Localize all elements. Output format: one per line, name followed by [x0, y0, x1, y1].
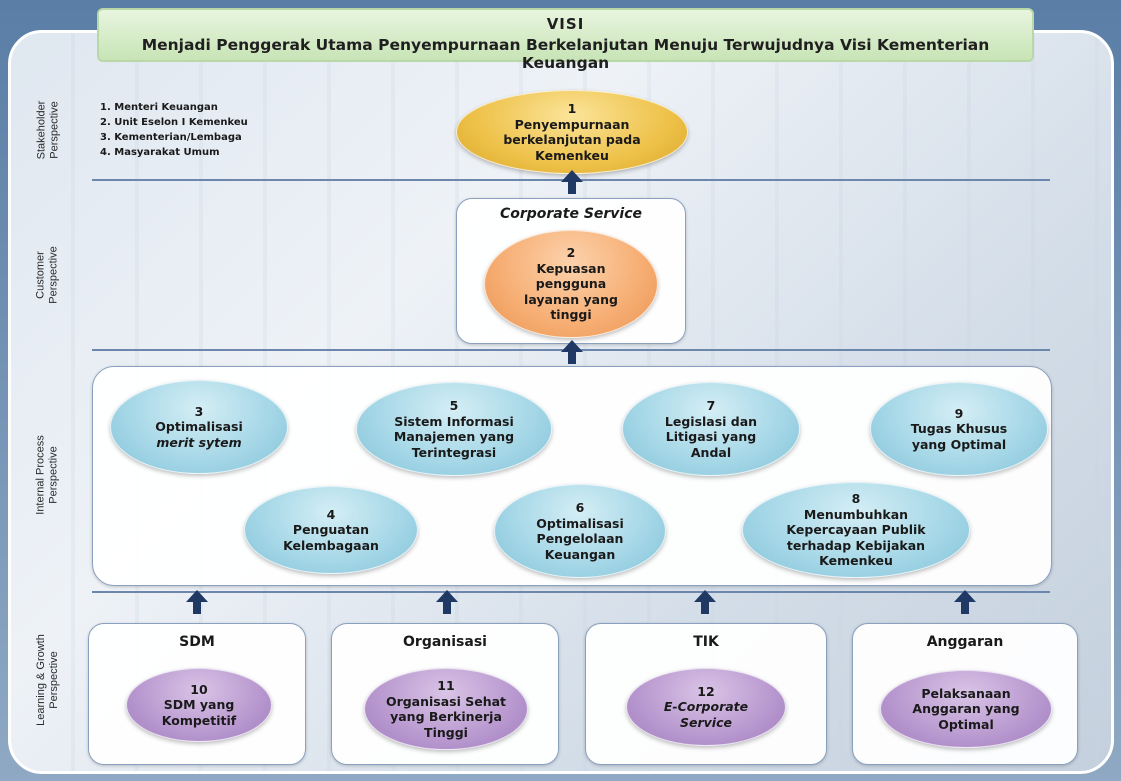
- objective-text-line: Tinggi: [424, 724, 468, 740]
- objective-number: 12: [697, 683, 715, 699]
- objective-text-line: Keuangan: [544, 546, 616, 562]
- objective-number: 10: [190, 681, 208, 697]
- objective-text-line: Pelaksanaan: [921, 685, 1011, 701]
- objective-6-ellipse: 6 Optimalisasi Pengelolaan Keuangan: [494, 484, 666, 578]
- objective-text-line: Andal: [690, 444, 732, 460]
- learning-box-title: Organisasi: [403, 634, 487, 650]
- divider-internal-learning: [92, 591, 1050, 593]
- learning-box-title: TIK: [693, 634, 719, 650]
- objective-1-ellipse: 1 Penyempurnaan berkelanjutan pada Kemen…: [456, 90, 688, 174]
- objective-text-line: Anggaran yang: [912, 701, 1020, 717]
- objective-8-ellipse: 8 Menumbuhkan Kepercayaan Publik terhada…: [742, 482, 970, 578]
- objective-text-line: Kemenkeu: [535, 147, 609, 163]
- objective-text-line: Terintegrasi: [411, 444, 497, 460]
- arrow-up-icon: [561, 170, 583, 194]
- objective-text-line: Sistem Informasi: [394, 413, 514, 429]
- objective-7-ellipse: 7 Legislasi dan Litigasi yang Andal: [622, 382, 800, 476]
- stakeholder-item: 1. Menteri Keuangan: [100, 102, 218, 113]
- objective-text-line: Legislasi dan: [664, 413, 758, 429]
- objective-text-line: Penguatan: [292, 522, 370, 538]
- objective-number: 11: [437, 678, 455, 693]
- objective-text-line: yang Berkinerja: [390, 709, 502, 724]
- visi-text: Menjadi Penggerak Utama Penyempurnaan Be…: [141, 36, 990, 72]
- learning-growth-perspective-label: Learning & Growth Perspective: [35, 634, 60, 726]
- learning-box-title: SDM: [179, 634, 215, 650]
- objective-11-ellipse: 11 Organisasi Sehat yang Berkinerja Ting…: [364, 668, 528, 750]
- customer-perspective-label: Customer Perspective: [35, 246, 61, 304]
- objective-number: 8: [851, 491, 861, 507]
- stakeholder-item: 4. Masyarakat Umum: [100, 147, 220, 158]
- objective-3-ellipse: 3 Optimalisasi merit sytem: [110, 380, 288, 474]
- objective-number: 1: [567, 101, 577, 116]
- objective-text-line: berkelanjutan pada: [503, 132, 641, 147]
- learning-box-title: Anggaran: [926, 634, 1004, 650]
- objective-text-line: Kelembagaan: [283, 537, 379, 553]
- objective-text-line: terhadap Kebijakan: [786, 537, 926, 553]
- arrow-up-icon: [954, 590, 976, 614]
- objective-text-line: Kepuasan: [536, 260, 606, 276]
- objective-text-line: Litigasi yang: [665, 429, 757, 444]
- objective-5-ellipse: 5 Sistem Informasi Manajemen yang Terint…: [356, 382, 552, 476]
- objective-text-line: Pengelolaan: [536, 531, 624, 546]
- objective-text-line: Optimalisasi: [155, 419, 243, 435]
- arrow-up-icon: [694, 590, 716, 614]
- objective-text-line: layanan yang: [524, 291, 618, 307]
- objective-9-ellipse: 9 Tugas Khusus yang Optimal: [870, 382, 1048, 476]
- objective-text-line: pengguna: [535, 276, 607, 292]
- objective-2-ellipse: 2 Kepuasan pengguna layanan yang tinggi: [484, 230, 658, 338]
- objective-text-line: Optimalisasi: [536, 515, 624, 531]
- objective-text-line: Menumbuhkan: [803, 506, 909, 522]
- objective-10-ellipse: 10 SDM yang Kompetitif: [126, 668, 272, 742]
- objective-number: 4: [326, 506, 336, 522]
- stakeholder-item: 2. Unit Eselon I Kemenkeu: [100, 117, 248, 128]
- arrow-up-icon: [186, 590, 208, 614]
- objective-text-line: Kepercayaan Publik: [786, 522, 926, 538]
- stakeholder-list: 1. Menteri Keuangan 2. Unit Eselon I Kem…: [100, 100, 300, 160]
- objective-text-line: E-Corporate: [663, 699, 749, 715]
- objective-number: 5: [449, 398, 459, 413]
- objective-text-line: merit sytem: [156, 434, 242, 450]
- objective-number: 2: [566, 245, 576, 261]
- objective-text-line: tinggi: [550, 307, 592, 323]
- visi-title: VISI: [546, 15, 585, 33]
- objective-text-line: Kemenkeu: [819, 553, 893, 569]
- arrow-up-icon: [436, 590, 458, 614]
- stakeholder-perspective-label: Stakeholder Perspective: [35, 100, 60, 160]
- objective-text-line: Service: [680, 714, 732, 730]
- arrow-up-icon: [561, 340, 583, 364]
- objective-text-line: Penyempurnaan: [514, 116, 630, 132]
- objective-text-line: SDM yang: [163, 697, 235, 713]
- objective-text-line: Manajemen yang: [393, 429, 515, 444]
- internal-process-perspective-label: Internal Process Perspective: [35, 435, 61, 515]
- visi-banner: VISI Menjadi Penggerak Utama Penyempurna…: [97, 8, 1034, 72]
- objective-text-line: yang Optimal: [911, 436, 1007, 452]
- objective-number: 7: [706, 398, 716, 413]
- objective-number: 9: [954, 405, 964, 421]
- objective-anggaran-ellipse: Pelaksanaan Anggaran yang Optimal: [880, 670, 1052, 748]
- objective-text-line: Tugas Khusus: [910, 421, 1008, 437]
- stakeholder-item: 3. Kementerian/Lembaga: [100, 132, 242, 143]
- corporate-service-title: Corporate Service: [499, 206, 643, 222]
- objective-text-line: Optimal: [938, 716, 994, 732]
- objective-number: 6: [575, 500, 585, 515]
- objective-text-line: Kompetitif: [161, 712, 237, 728]
- objective-4-ellipse: 4 Penguatan Kelembagaan: [244, 486, 418, 574]
- objective-number: 3: [194, 403, 204, 419]
- objective-text-line: Organisasi Sehat: [385, 693, 507, 709]
- objective-12-ellipse: 12 E-Corporate Service: [626, 668, 786, 746]
